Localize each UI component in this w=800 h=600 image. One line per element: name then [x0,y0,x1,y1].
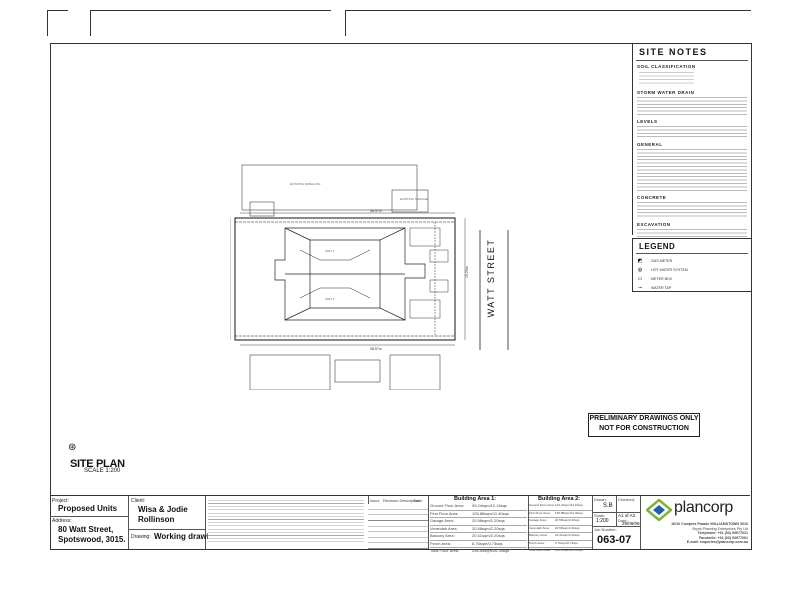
notes-heading-general: GENERAL [637,142,663,147]
legend-item-gas-meter: ◩ GAS METER [633,256,751,265]
client-label: Client: [131,498,146,504]
scale-label: Scale: [594,513,606,518]
company-entity: Bryok Planning Enterprises Pty Ltd [692,526,748,531]
building-area-1-table: Ground Floor Area:95.24sqm/10.15sqs Firs… [430,503,527,555]
gas-meter-icon: ◩ [637,257,643,264]
legend-title: LEGEND [639,242,676,251]
legend-item-water-tap: ⊸ WATER TAP [633,283,751,292]
meter-box-icon: ▭ [637,275,643,282]
site-plan-title: SITE PLAN [70,458,125,470]
svg-text:EXISTING GARAGE: EXISTING GARAGE [400,197,428,201]
scale-value: 1:200 [596,518,609,524]
plancorp-logo-icon [646,499,672,521]
drawn-value: S.B [603,503,613,509]
drawing-sheet-frame [50,43,752,550]
svg-text:UNIT 2: UNIT 2 [325,297,335,301]
street-name-label: WATT STREET [486,238,496,318]
address-line-1: 80 Watt Street, [58,525,114,534]
client-line-1: Wisa & Jodie [138,505,188,514]
drawn-label: Drawn: [594,497,607,502]
stamp-line-2: NOT FOR CONSTRUCTION [599,425,689,432]
site-plan-scale: SCALE 1:200 [84,468,121,474]
notes-heading-stormwater: STORM WATER DRAIN [637,90,695,95]
hot-water-icon: ◍ [637,266,643,273]
svg-text:38.57m: 38.57m [370,209,382,213]
checked-label: Checked: [618,497,635,502]
site-plan-drawing: EXISTING DWELLING EXISTING GARAGE 38.57m… [230,164,509,390]
svg-text:UNIT 1: UNIT 1 [325,249,335,253]
header-tab-middle [90,10,331,36]
site-notes-panel: SITE NOTES SOIL CLASSIFICATION STORM WAT… [632,43,751,238]
legend-panel: LEGEND ◩ GAS METER ◍ HOT WATER SYSTEM ▭ … [632,238,751,292]
company-name: plancorp [674,499,733,516]
building-area-2-table: Ground Floor Area:123.24sqm/13.15sqs Fir… [529,503,592,555]
company-address: 16/10 Cowpers Parade WILLIAMSTOWN 3016 [671,522,748,526]
company-fax: Facsimile: +61 (03) 93977661 [698,535,748,540]
revision-header-issue: Issue [370,498,380,503]
notes-heading-concrete: CONCRETE [637,195,667,200]
legend-item-hot-water: ◍ HOT WATER SYSTEM [633,265,751,274]
company-phone: Telephone: +61 (03) 93977621 [697,531,748,535]
revision-header-date: Date [414,498,423,503]
svg-text:38.57m: 38.57m [370,347,382,351]
date-value: 29/09/09 [622,521,640,526]
copyright-notes [208,499,364,545]
address-label: Address: [52,518,72,524]
legend-item-meter-box: ▭ METER BOX [633,274,751,283]
sheet-size-value: A1 of A3 [618,513,636,518]
svg-text:EXISTING DWELLING: EXISTING DWELLING [290,182,321,186]
site-notes-title: SITE NOTES [639,47,708,57]
project-value: Proposed Units [58,504,118,513]
revision-table [368,504,428,549]
preliminary-stamp: PRELIMINARY DRAWINGS ONLY NOT FOR CONSTR… [588,413,700,437]
north-arrow-icon: ⊛ [68,442,77,453]
water-tap-icon: ⊸ [637,284,643,291]
drawing-label: Drawing: [131,534,151,540]
building-area-1-title: Building Area 1: [454,496,496,502]
address-line-2: Spotswood, 3015. [58,535,126,544]
job-number-value: 063-07 [597,534,632,546]
date-label: Date: [618,518,628,523]
header-tab-left [47,10,68,36]
revision-header-description: Revision Description [383,498,420,503]
company-details: 16/10 Cowpers Parade WILLIAMSTOWN 3016 B… [648,522,748,545]
notes-heading-soil: SOIL CLASSIFICATION [637,64,696,69]
title-block: Project: Proposed Units Address: 80 Watt… [50,495,750,553]
building-area-2-title: Building Area 2: [538,496,580,502]
company-email: E-mail: enquiries@plancorp.com.au [686,540,748,544]
project-label: Project: [52,498,69,504]
notes-heading-levels: LEVELS [637,119,658,124]
svg-text:15.24m: 15.24m [465,266,469,278]
notes-heading-excavation: EXCAVATION [637,222,671,227]
header-tab-right [345,10,751,36]
drawing-value: Working drawing [154,532,219,541]
stamp-line-1: PRELIMINARY DRAWINGS ONLY [589,415,699,422]
job-number-label: Job Number: [594,527,617,532]
client-line-2: Rollinson [138,515,175,524]
